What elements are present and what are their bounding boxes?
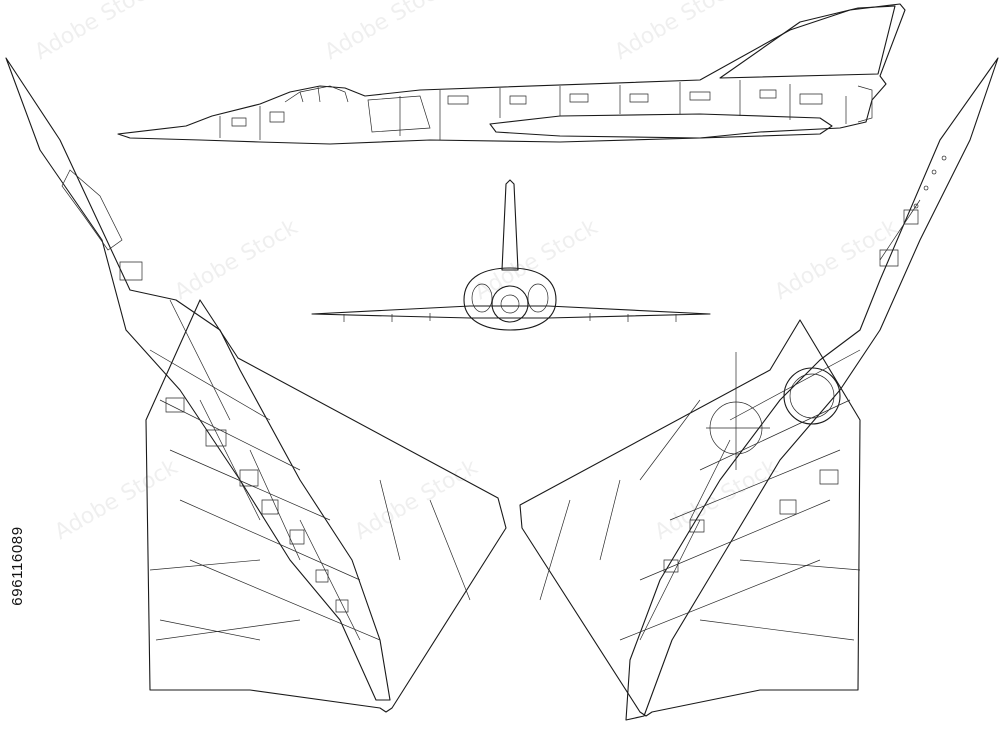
top-wing-ribs — [149, 479, 471, 641]
side-vertical-tail — [719, 5, 896, 79]
watermark-text: Adobe Stock — [351, 455, 483, 546]
bottom-fuselage — [625, 57, 999, 721]
top-fuselage — [5, 57, 391, 701]
watermark-text: Adobe Stock — [171, 215, 303, 306]
bottom-rivet-dots — [913, 155, 947, 209]
watermark-text: Adobe Stock — [651, 455, 783, 546]
watermark-text: Adobe Stock — [471, 215, 603, 306]
front-view — [311, 179, 711, 331]
front-engine-ring — [491, 285, 529, 323]
bottom-panel-boxes — [663, 209, 919, 573]
stock-id-label: 696116089 — [9, 526, 26, 606]
bottom-reference-crosshair — [706, 352, 770, 470]
top-canopy — [61, 169, 123, 251]
front-left-intake — [471, 283, 493, 313]
side-nozzle — [857, 85, 873, 123]
bottom-engine-inner — [789, 373, 835, 419]
front-right-intake — [527, 283, 549, 313]
watermark-text: Adobe Stock — [31, 0, 163, 65]
side-canopy-frame — [299, 86, 321, 103]
side-view — [117, 3, 906, 145]
side-fuselage-outline — [117, 3, 906, 145]
front-fin — [501, 179, 519, 271]
bottom-wing-ribs — [539, 479, 861, 641]
bottom-panel-lines — [619, 199, 921, 641]
bottom-view — [519, 57, 999, 721]
front-wing — [311, 305, 711, 319]
side-canopy — [284, 85, 349, 103]
top-wing-outline — [145, 299, 507, 713]
side-panel-boxes — [231, 89, 823, 127]
watermark-text: Adobe Stock — [321, 0, 453, 65]
watermark-text: Adobe Stock — [51, 455, 183, 546]
side-panel-lines — [219, 80, 847, 140]
bottom-engine-ring — [783, 367, 841, 425]
side-intake — [367, 95, 431, 133]
top-panel-lines — [149, 299, 381, 641]
front-engine-hub — [500, 294, 520, 314]
front-pylons — [343, 313, 677, 322]
side-delta-wing — [489, 113, 833, 139]
front-fuselage — [463, 267, 557, 331]
watermark-text: Adobe Stock — [611, 0, 743, 65]
top-view — [5, 57, 507, 713]
top-panel-boxes — [119, 261, 349, 613]
bottom-wing-outline — [519, 319, 861, 717]
watermark-text: Adobe Stock — [771, 215, 903, 306]
watermark-pattern: Adobe Stock Adobe Stock Adobe Stock Adob… — [31, 0, 903, 545]
